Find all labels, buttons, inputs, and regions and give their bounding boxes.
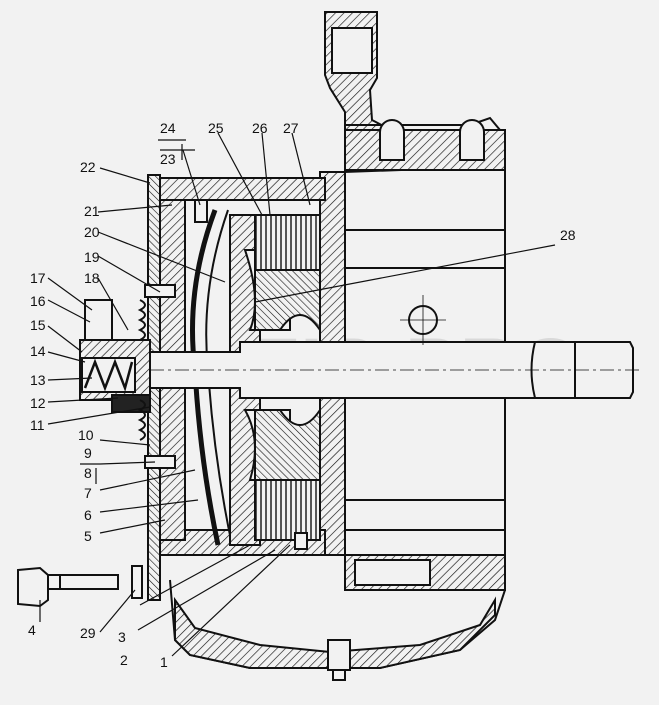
callout-4: 4: [28, 622, 36, 638]
callout-21: 21: [84, 203, 100, 219]
callout-1: 1: [160, 654, 168, 670]
callout-15: 15: [30, 317, 46, 333]
callout-5: 5: [84, 528, 92, 544]
callout-16: 16: [30, 293, 46, 309]
callout-11: 11: [30, 417, 45, 433]
callout-23: 23: [160, 151, 176, 167]
callout-25: 25: [208, 120, 224, 136]
callout-7: 7: [84, 485, 92, 501]
friction-disc-pack: [254, 214, 321, 541]
callout-6: 6: [84, 507, 92, 523]
callout-26: 26: [252, 120, 268, 136]
fraction-bars: [80, 139, 186, 484]
bolt-4: [17, 565, 143, 608]
callout-14: 14: [30, 343, 46, 359]
callout-17: 17: [30, 270, 46, 286]
callout-2: 2: [120, 652, 128, 668]
callout-9: 9: [84, 445, 92, 461]
callout-3: 3: [118, 629, 126, 645]
flange-hole: [400, 295, 446, 345]
callout-12: 12: [30, 395, 46, 411]
callout-24: 24: [160, 120, 176, 136]
callout-labels: 1 2 3 4 5 6 7 8 9 10 11 12 13 14 15 16 1…: [28, 120, 576, 670]
callout-13: 13: [30, 372, 46, 388]
callout-20: 20: [84, 224, 100, 240]
callout-8: 8: [84, 465, 92, 481]
callout-27: 27: [283, 120, 299, 136]
callout-22: 22: [80, 159, 96, 175]
callout-29: 29: [80, 625, 96, 641]
callout-19: 19: [84, 249, 100, 265]
output-shaft: [149, 341, 640, 399]
callout-10: 10: [78, 427, 94, 443]
callout-18: 18: [84, 270, 100, 286]
leader-lines: [39, 132, 556, 657]
callout-28: 28: [560, 227, 576, 243]
